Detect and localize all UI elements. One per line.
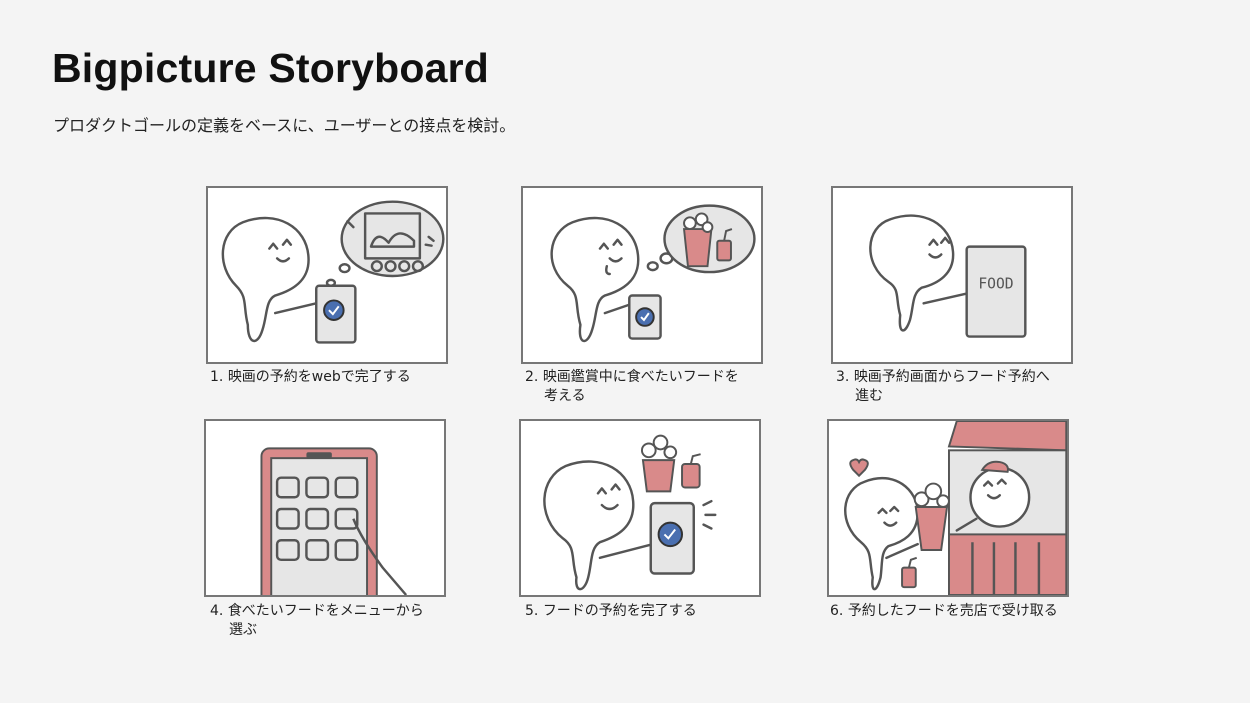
panel-2-illustration: [550, 204, 756, 343]
panel-5-number: 5.: [525, 603, 539, 619]
panel-4-illustration: [260, 447, 408, 595]
panel-3-text-line2: 進む: [855, 388, 883, 404]
panel-1-illustration: [221, 200, 445, 344]
storyboard-panel-4: [204, 419, 446, 597]
storyboard-panel-5: [519, 419, 761, 597]
panel-3-illustration: FOOD: [869, 214, 1027, 338]
panel-1-caption: 1. 映画の予約をwebで完了する: [210, 368, 411, 387]
panel-3-number: 3.: [836, 369, 850, 385]
panel-6-illustration: [844, 421, 1067, 595]
storyboard-panel-3: FOOD: [831, 186, 1073, 364]
panel-6-number: 6.: [830, 603, 844, 619]
panel-4-caption: 4. 食べたいフードをメニューから 選ぶ: [210, 602, 424, 640]
panel-6-caption: 6. 予約したフードを売店で受け取る: [830, 602, 1058, 621]
panel-2-text-line2: 考える: [544, 388, 586, 404]
page-subtitle: プロダクトゴールの定義をベースに、ユーザーとの接点を検討。: [53, 116, 516, 135]
panel-1-text: 映画の予約をwebで完了する: [227, 369, 411, 385]
panel-5-caption: 5. フードの予約を完了する: [525, 602, 697, 621]
panel-2-text-line1: 映画鑑賞中に食べたいフードを: [542, 369, 739, 385]
panel-6-text: 予約したフードを売店で受け取る: [847, 603, 1058, 619]
panel-5-text: フードの予約を完了する: [542, 603, 697, 619]
panel-5-illustration: [543, 434, 717, 591]
food-sign-text: FOOD: [978, 276, 1013, 293]
panel-2-number: 2.: [525, 369, 539, 385]
panel-1-number: 1.: [210, 369, 224, 385]
storyboard-panel-1: [206, 186, 448, 364]
panel-4-text-line1: 食べたいフードをメニューから: [227, 603, 424, 619]
panel-3-text-line1: 映画予約画面からフード予約へ: [853, 369, 1050, 385]
panel-3-caption: 3. 映画予約画面からフード予約へ 進む: [836, 368, 1050, 406]
storyboard-panel-2: [521, 186, 763, 364]
panel-4-number: 4.: [210, 603, 224, 619]
storyboard-panel-6: [827, 419, 1069, 597]
panel-2-caption: 2. 映画鑑賞中に食べたいフードを 考える: [525, 368, 739, 406]
panel-4-text-line2: 選ぶ: [229, 622, 257, 638]
page-title: Bigpicture Storyboard: [52, 45, 490, 91]
